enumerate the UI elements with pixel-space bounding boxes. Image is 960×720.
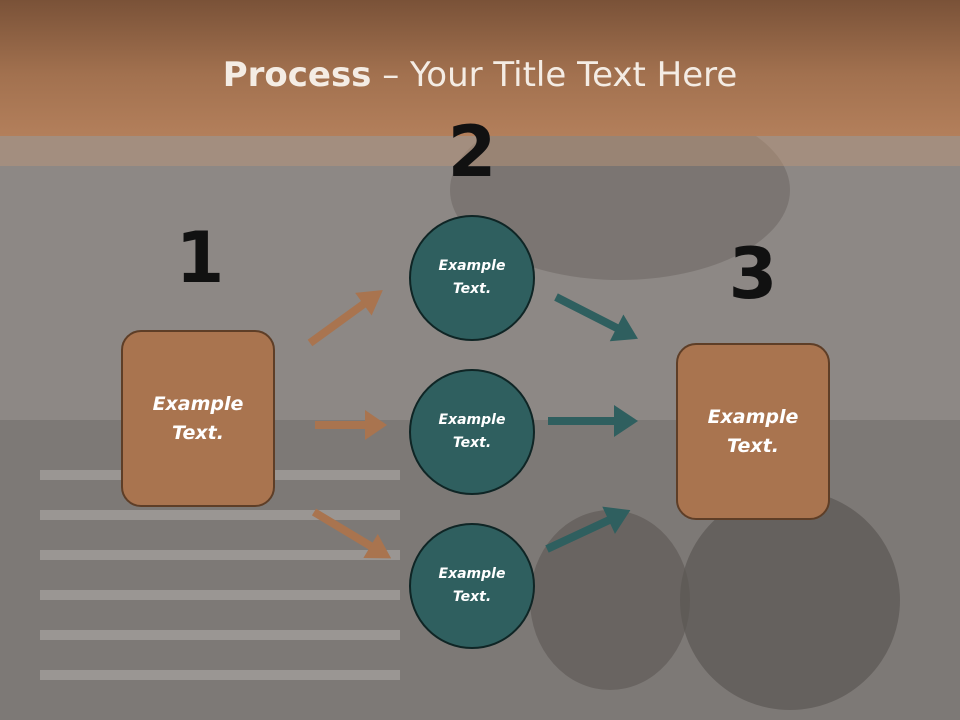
arrow-right-icon (315, 410, 387, 440)
circle-top: Example Text. (409, 215, 535, 341)
step-number-3: 3 (728, 233, 778, 315)
title-bold: Process (222, 55, 372, 95)
title-strip (0, 136, 960, 166)
left-box-text: Example Text. (152, 392, 244, 444)
step-number-2: 2 (447, 111, 497, 193)
arrow-right-icon (311, 508, 392, 559)
circle-middle-text: Example Text. (438, 412, 506, 451)
step-number-1: 1 (175, 217, 225, 299)
right-box: Example Text. (676, 343, 830, 520)
title-rest: – Your Title Text Here (371, 55, 738, 95)
left-box: Example Text. (121, 330, 275, 507)
slide-title: Process – Your Title Text Here (0, 52, 960, 98)
arrow-right-icon (545, 506, 631, 553)
circle-bottom-text: Example Text. (438, 566, 506, 605)
circle-bottom: Example Text. (409, 523, 535, 649)
title-bar (0, 0, 960, 136)
arrow-right-icon (548, 405, 638, 437)
right-box-text: Example Text. (707, 405, 799, 457)
circle-middle: Example Text. (409, 369, 535, 495)
circle-top-text: Example Text. (438, 258, 506, 297)
arrow-right-icon (554, 293, 638, 342)
arrow-right-icon (307, 290, 383, 347)
